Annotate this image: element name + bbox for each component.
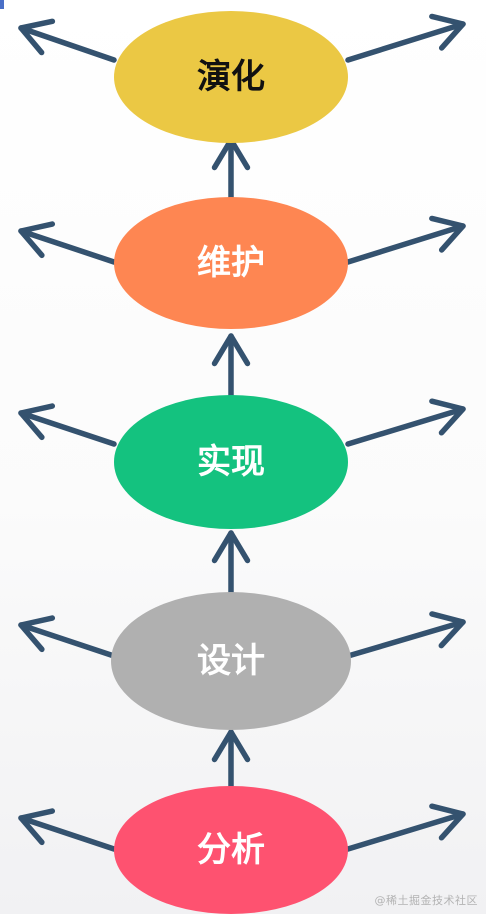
stage-label-evolution: 演化 (197, 57, 265, 97)
stage-ellipse-implementation (114, 395, 348, 529)
arrow-left-analysis (18, 808, 117, 852)
stage-node-implementation: 实现 (114, 395, 348, 529)
stage-label-implementation: 实现 (197, 442, 265, 482)
stage-ellipse-maintenance (114, 197, 348, 329)
stage-label-design: 设计 (197, 641, 265, 681)
arrow-left-evolution (18, 18, 117, 63)
stage-ellipse-design (111, 592, 351, 730)
arrows-layer (18, 13, 466, 852)
stage-node-design: 设计 (111, 592, 351, 730)
arrow-right-analysis (345, 803, 466, 852)
arrow-right-implementation (345, 398, 466, 447)
stage-label-analysis: 分析 (197, 830, 265, 870)
arrow-right-evolution (345, 13, 466, 63)
arrow-left-implementation (18, 403, 117, 447)
stage-node-analysis: 分析 (114, 786, 348, 914)
stage-ellipse-evolution (114, 11, 348, 143)
arrow-right-maintenance (345, 215, 466, 265)
stage-ellipse-analysis (114, 786, 348, 914)
watermark: @稀土掘金技术社区 (374, 894, 478, 907)
arrow-right-design (345, 611, 466, 659)
corner-mark (0, 0, 4, 9)
stage-node-evolution: 演化 (114, 11, 348, 143)
arrow-left-maintenance (18, 221, 117, 265)
arrow-left-design (18, 615, 117, 659)
stage-label-maintenance: 维护 (197, 243, 265, 283)
stage-node-maintenance: 维护 (114, 197, 348, 329)
nodes-layer: 演化 维护 实现 设计 分析 (111, 11, 351, 914)
